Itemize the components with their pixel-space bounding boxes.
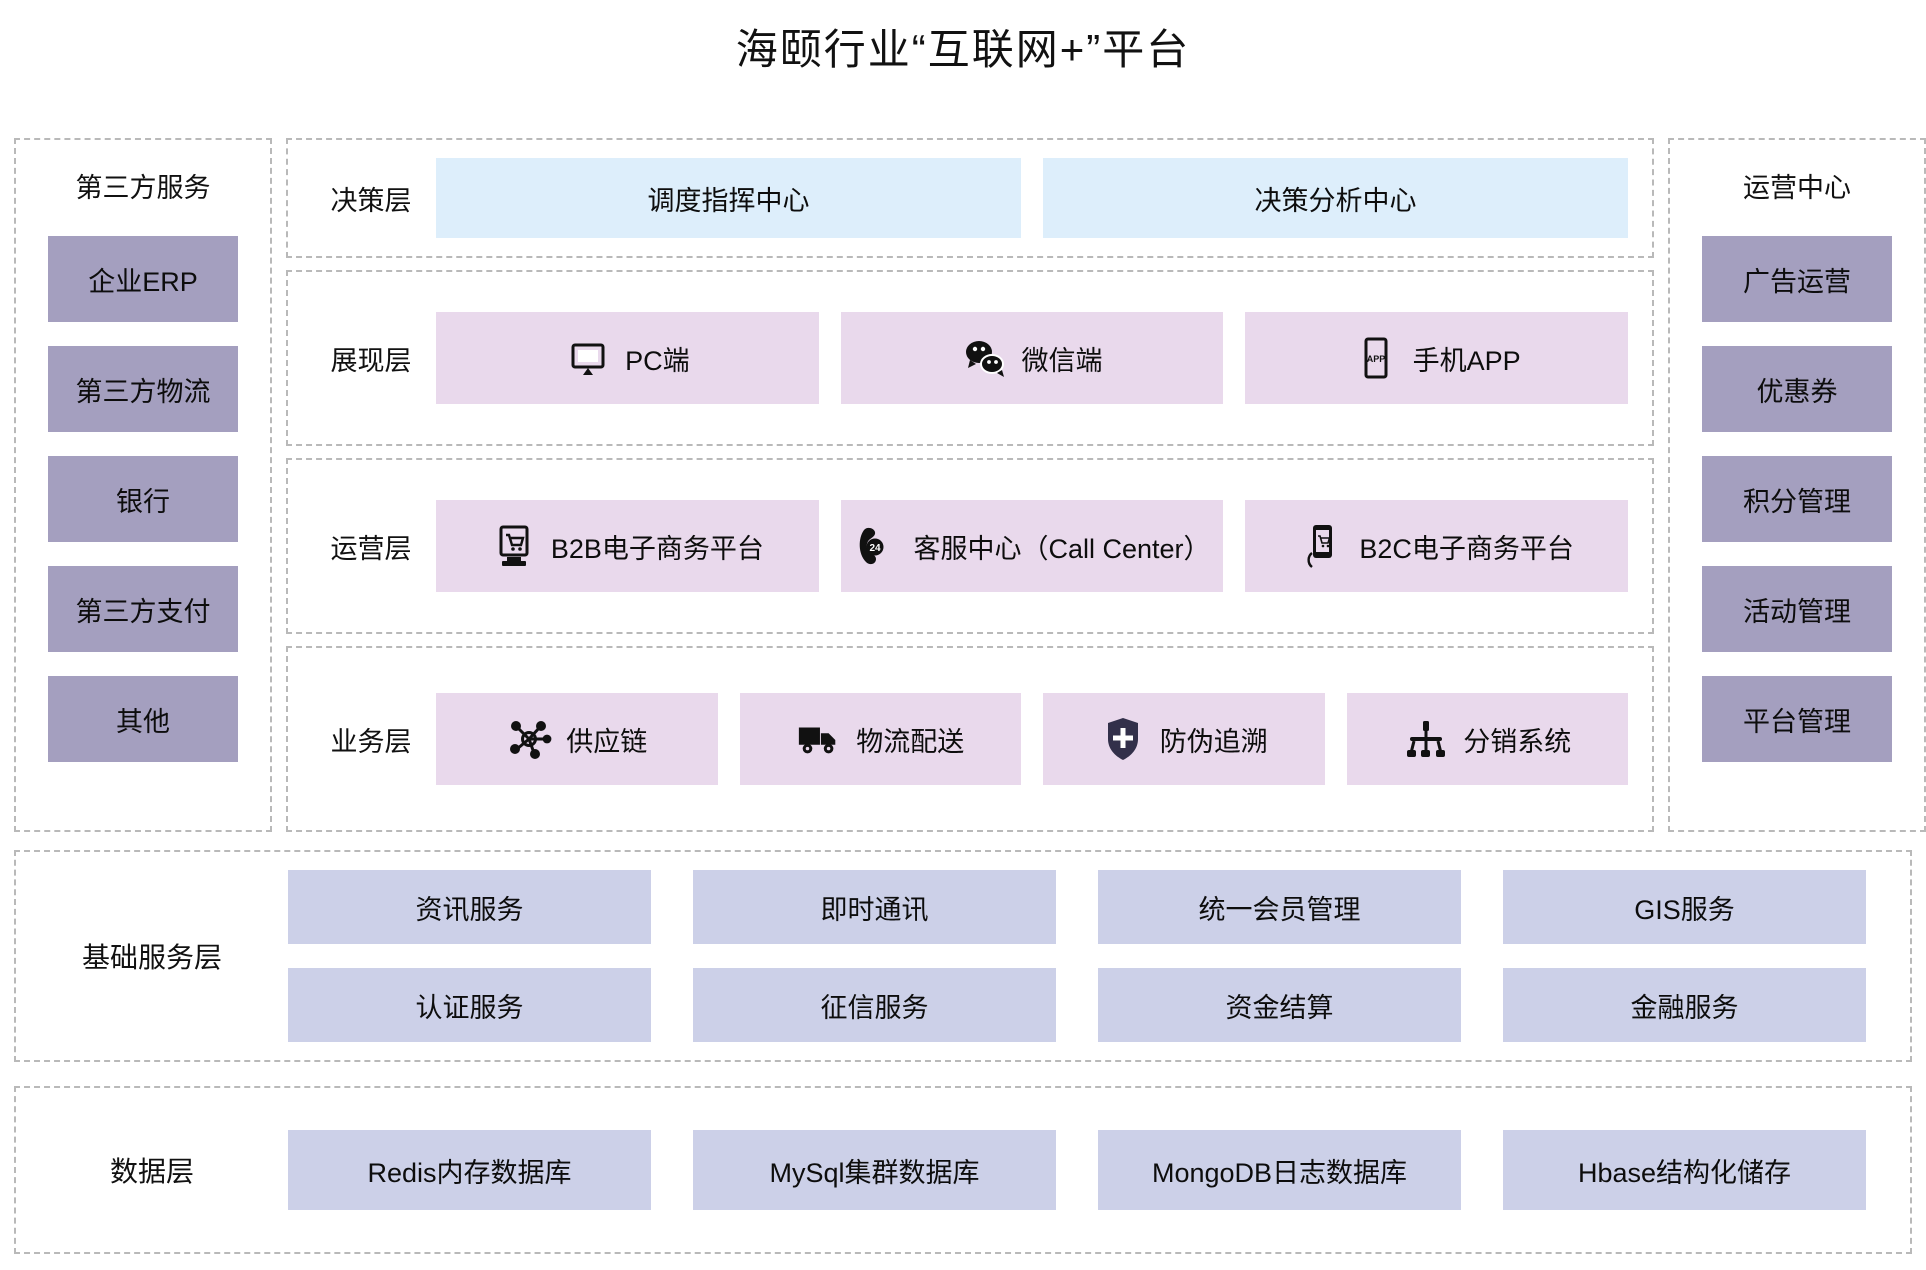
operation-center-item-coupon[interactable]: 优惠券 xyxy=(1702,346,1892,432)
operation-box-b2b-label: B2B电子商务平台 xyxy=(550,533,764,564)
operation-box-b2b[interactable]: B2B电子商务平台 xyxy=(436,500,819,592)
operation-center-column: 运营中心 广告运营 优惠券 积分管理 活动管理 平台管理 xyxy=(1668,138,1926,832)
data-box-mysql[interactable]: MySql集群数据库 xyxy=(693,1130,1056,1210)
layer-presentation-label: 展现层 xyxy=(330,345,412,376)
svg-text:24: 24 xyxy=(870,543,882,554)
monitor-icon xyxy=(565,335,611,381)
basic-service-box-gis[interactable]: GIS服务 xyxy=(1503,870,1866,944)
layer-operation-boxes: B2B电子商务平台 24 客服中心（Call Center） xyxy=(436,460,1634,632)
operation-center-item-campaign[interactable]: 活动管理 xyxy=(1702,566,1892,652)
presentation-box-pc-label: PC端 xyxy=(625,345,690,376)
operation-box-b2c[interactable]: B2C电子商务平台 xyxy=(1245,500,1629,592)
mobile-shopping-icon xyxy=(1299,523,1345,569)
decision-box-dispatch-center[interactable]: 调度指挥中心 xyxy=(436,158,1021,238)
third-party-item-logistics[interactable]: 第三方物流 xyxy=(48,346,238,432)
presentation-box-pc[interactable]: PC端 xyxy=(436,312,819,404)
band-basic-service-label: 基础服务层 xyxy=(81,942,222,973)
presentation-box-wechat[interactable]: 微信端 xyxy=(840,312,1224,404)
basic-service-box-unified-member[interactable]: 统一会员管理 xyxy=(1098,870,1461,944)
presentation-box-mobile-app-label: 手机APP xyxy=(1412,345,1521,376)
third-party-item-bank[interactable]: 银行 xyxy=(48,456,238,542)
layer-operation: 运营层 B2B电子商务平台 xyxy=(286,458,1654,634)
third-party-item-other[interactable]: 其他 xyxy=(48,676,238,762)
business-box-logistics-delivery[interactable]: 物流配送 xyxy=(739,693,1021,785)
layer-operation-label: 运营层 xyxy=(330,533,412,564)
basic-service-box-authentication[interactable]: 认证服务 xyxy=(288,968,651,1042)
data-box-mongodb[interactable]: MongoDB日志数据库 xyxy=(1098,1130,1461,1210)
layer-presentation-boxes: PC端 xyxy=(436,272,1634,444)
band-data-layer-grid: Redis内存数据库 MySql集群数据库 MongoDB日志数据库 Hbase… xyxy=(288,1130,1910,1210)
phone-24-icon: 24 xyxy=(853,523,899,569)
business-box-distribution-system[interactable]: 分销系统 xyxy=(1346,693,1628,785)
operation-center-header: 运营中心 xyxy=(1743,173,1851,203)
data-box-redis[interactable]: Redis内存数据库 xyxy=(288,1130,651,1210)
shield-icon xyxy=(1100,716,1146,762)
operation-center-item-points[interactable]: 积分管理 xyxy=(1702,456,1892,542)
decision-box-analysis-center-label: 决策分析中心 xyxy=(1254,185,1417,216)
third-party-item-enterprise-erp[interactable]: 企业ERP xyxy=(48,236,238,322)
layer-business-label: 业务层 xyxy=(330,726,412,757)
business-box-distribution-system-label: 分销系统 xyxy=(1463,726,1572,757)
network-nodes-icon xyxy=(506,716,552,762)
band-data-layer: 数据层 Redis内存数据库 MySql集群数据库 MongoDB日志数据库 H… xyxy=(14,1086,1912,1254)
data-box-hbase[interactable]: Hbase结构化储存 xyxy=(1503,1130,1866,1210)
third-party-service-header: 第三方服务 xyxy=(75,173,211,203)
layer-business: 业务层 xyxy=(286,646,1654,832)
page-title: 海颐行业“互联网+”平台 xyxy=(735,26,1191,73)
basic-service-box-instant-messaging[interactable]: 即时通讯 xyxy=(693,870,1056,944)
basic-service-box-settlement[interactable]: 资金结算 xyxy=(1098,968,1461,1042)
decision-box-dispatch-center-label: 调度指挥中心 xyxy=(647,185,810,216)
business-box-supply-chain-label: 供应链 xyxy=(566,726,648,757)
band-basic-service-grid: 资讯服务 即时通讯 统一会员管理 GIS服务 认证服务 征信服务 资金结算 金融… xyxy=(288,870,1910,1042)
wechat-icon xyxy=(962,335,1008,381)
basic-service-box-news[interactable]: 资讯服务 xyxy=(288,870,651,944)
middle-layer-stack: 决策层 调度指挥中心 决策分析中心 展现层 xyxy=(286,138,1654,832)
basic-service-box-finance[interactable]: 金融服务 xyxy=(1503,968,1866,1042)
mobile-app-icon: APP xyxy=(1353,335,1399,381)
layer-decision: 决策层 调度指挥中心 决策分析中心 xyxy=(286,138,1654,258)
svg-text:APP: APP xyxy=(1366,354,1385,364)
layer-decision-boxes: 调度指挥中心 决策分析中心 xyxy=(436,140,1634,256)
operation-center-item-platform[interactable]: 平台管理 xyxy=(1702,676,1892,762)
layer-business-boxes: 供应链 物流配送 xyxy=(436,648,1634,830)
business-box-logistics-delivery-label: 物流配送 xyxy=(856,726,965,757)
business-box-anti-counterfeit-label: 防伪追溯 xyxy=(1159,726,1268,757)
operation-center-item-advertising[interactable]: 广告运营 xyxy=(1702,236,1892,322)
business-box-supply-chain[interactable]: 供应链 xyxy=(436,693,718,785)
shopping-cart-monitor-icon xyxy=(491,523,537,569)
band-data-layer-label: 数据层 xyxy=(109,1156,194,1187)
operation-box-call-center-label: 客服中心（Call Center） xyxy=(913,533,1211,564)
basic-service-box-credit[interactable]: 征信服务 xyxy=(693,968,1056,1042)
truck-icon xyxy=(796,716,842,762)
distribution-tree-icon xyxy=(1403,716,1449,762)
band-basic-service: 基础服务层 资讯服务 即时通讯 统一会员管理 GIS服务 认证服务 征信服务 资… xyxy=(14,850,1912,1062)
third-party-service-column: 第三方服务 企业ERP 第三方物流 银行 第三方支付 其他 xyxy=(14,138,272,832)
layer-presentation: 展现层 PC端 xyxy=(286,270,1654,446)
layer-decision-label: 决策层 xyxy=(330,185,412,216)
operation-box-call-center[interactable]: 24 客服中心（Call Center） xyxy=(840,500,1224,592)
decision-box-analysis-center[interactable]: 决策分析中心 xyxy=(1043,158,1628,238)
operation-box-b2c-label: B2C电子商务平台 xyxy=(1359,533,1574,564)
business-box-anti-counterfeit[interactable]: 防伪追溯 xyxy=(1043,693,1325,785)
presentation-box-mobile-app[interactable]: APP 手机APP xyxy=(1245,312,1629,404)
third-party-item-payment[interactable]: 第三方支付 xyxy=(48,566,238,652)
presentation-box-wechat-label: 微信端 xyxy=(1021,345,1103,376)
